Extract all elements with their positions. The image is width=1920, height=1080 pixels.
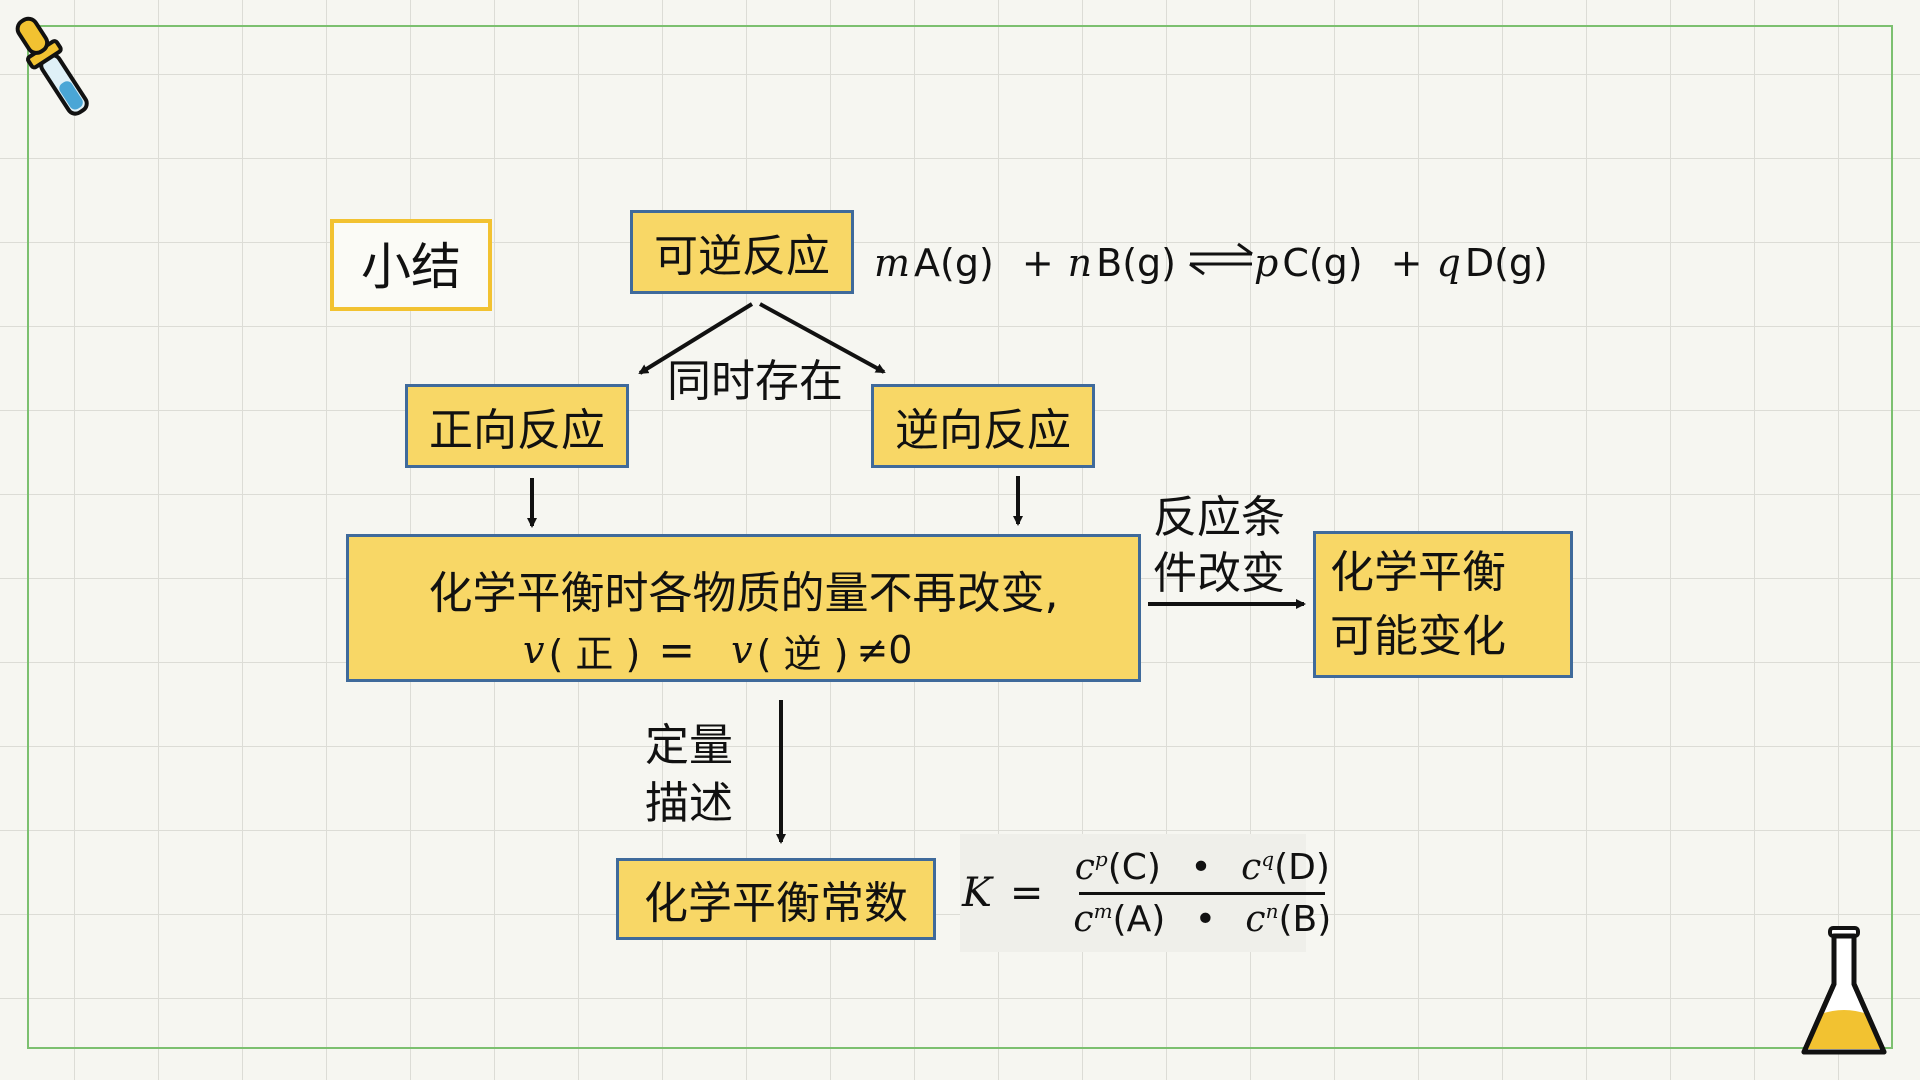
node-possible-change: 化学平衡 可能变化 (1313, 531, 1573, 678)
arrow-to-forward (638, 302, 754, 375)
summary-title: 小结 (330, 219, 492, 311)
node-forward-reaction-text: 正向反应 (429, 405, 605, 456)
equilibrium-harpoon-reverse-barb (1189, 262, 1205, 276)
summary-title-text: 小结 (361, 238, 461, 296)
arrow-to-reverse (759, 302, 886, 374)
k-symbol: K (962, 870, 992, 916)
k-equals: = (1009, 870, 1044, 916)
k-den-B: (B) (1278, 898, 1332, 940)
label-condition-change-2: 件改变 (1153, 548, 1285, 599)
plus-1: + (1021, 241, 1054, 285)
dropper-icon (15, 16, 89, 116)
node-reverse-reaction: 逆向反应 (871, 384, 1095, 468)
k-den-c1: c (1073, 898, 1094, 940)
node-equilibrium-constant: 化学平衡常数 (616, 858, 936, 940)
species-B: B(g) (1096, 241, 1176, 285)
node-reversible-reaction: 可逆反应 (630, 210, 854, 294)
label-quantitative-2: 描述 (645, 778, 733, 829)
node-equilibrium-constant-text: 化学平衡常数 (644, 878, 908, 929)
k-denominator: cm(A) • cn(B) (1067, 899, 1337, 940)
flask-icon (1801, 926, 1887, 1055)
coef-n: n (1067, 241, 1093, 285)
reaction-equation: m A(g) + n B(g) p C(g) + q D(g) (874, 238, 1548, 288)
rate-equation: v ( 正 ) = v ( 逆 ) ≠0 (523, 624, 913, 676)
rate-reverse-label: ( 逆 ) (756, 631, 849, 676)
coef-q: q (1436, 241, 1461, 285)
node-reverse-reaction-text: 逆向反应 (895, 405, 1071, 456)
k-num-exp-q: q (1261, 846, 1275, 871)
k-fraction: cp(C) • cq(D) cm(A) • cn(B) (1067, 847, 1337, 940)
k-num-c2: c (1241, 846, 1262, 888)
rate-v-forward: v (523, 628, 545, 672)
k-den-c2: c (1245, 898, 1266, 940)
node-possible-change-line2: 可能变化 (1330, 610, 1506, 662)
plus-2: + (1390, 241, 1423, 285)
node-equilibrium-text: 化学平衡时各物质的量不再改变, (428, 568, 1059, 619)
node-reversible-reaction-text: 可逆反应 (654, 231, 830, 282)
coef-p: p (1254, 241, 1279, 285)
species-D: D(g) (1464, 241, 1548, 285)
k-den-exp-n: n (1265, 898, 1279, 923)
rate-forward-label: ( 正 ) (548, 631, 641, 676)
species-A: A(g) (914, 241, 994, 285)
label-coexist: 同时存在 (667, 356, 843, 407)
species-C: C(g) (1282, 241, 1363, 285)
k-num-D: (D) (1274, 846, 1330, 888)
k-num-dot: • (1190, 846, 1212, 888)
slide-frame (27, 25, 1893, 1049)
k-expression: K = cp(C) • cq(D) cm(A) • cn(B) (960, 834, 1337, 952)
label-condition-change-1: 反应条 (1153, 492, 1285, 543)
coef-m: m (874, 241, 911, 285)
node-possible-change-line1: 化学平衡 (1330, 546, 1506, 598)
equilibrium-harpoon-forward-barb (1237, 242, 1253, 256)
k-den-A: (A) (1112, 898, 1166, 940)
label-quantitative-1: 定量 (645, 720, 733, 771)
k-numerator: cp(C) • cq(D) (1069, 847, 1336, 888)
node-forward-reaction: 正向反应 (405, 384, 629, 468)
rate-v-reverse: v (731, 628, 753, 672)
k-num-exp-p: p (1094, 846, 1108, 871)
k-den-exp-m: m (1093, 898, 1113, 923)
k-den-dot: • (1194, 898, 1216, 940)
k-fraction-bar (1079, 891, 1326, 895)
k-num-C: (C) (1107, 846, 1161, 888)
k-num-c1: c (1074, 846, 1095, 888)
rate-neq-zero: ≠0 (856, 628, 913, 672)
rate-equals: = (658, 624, 696, 676)
node-equilibrium: 化学平衡时各物质的量不再改变, (346, 534, 1141, 682)
